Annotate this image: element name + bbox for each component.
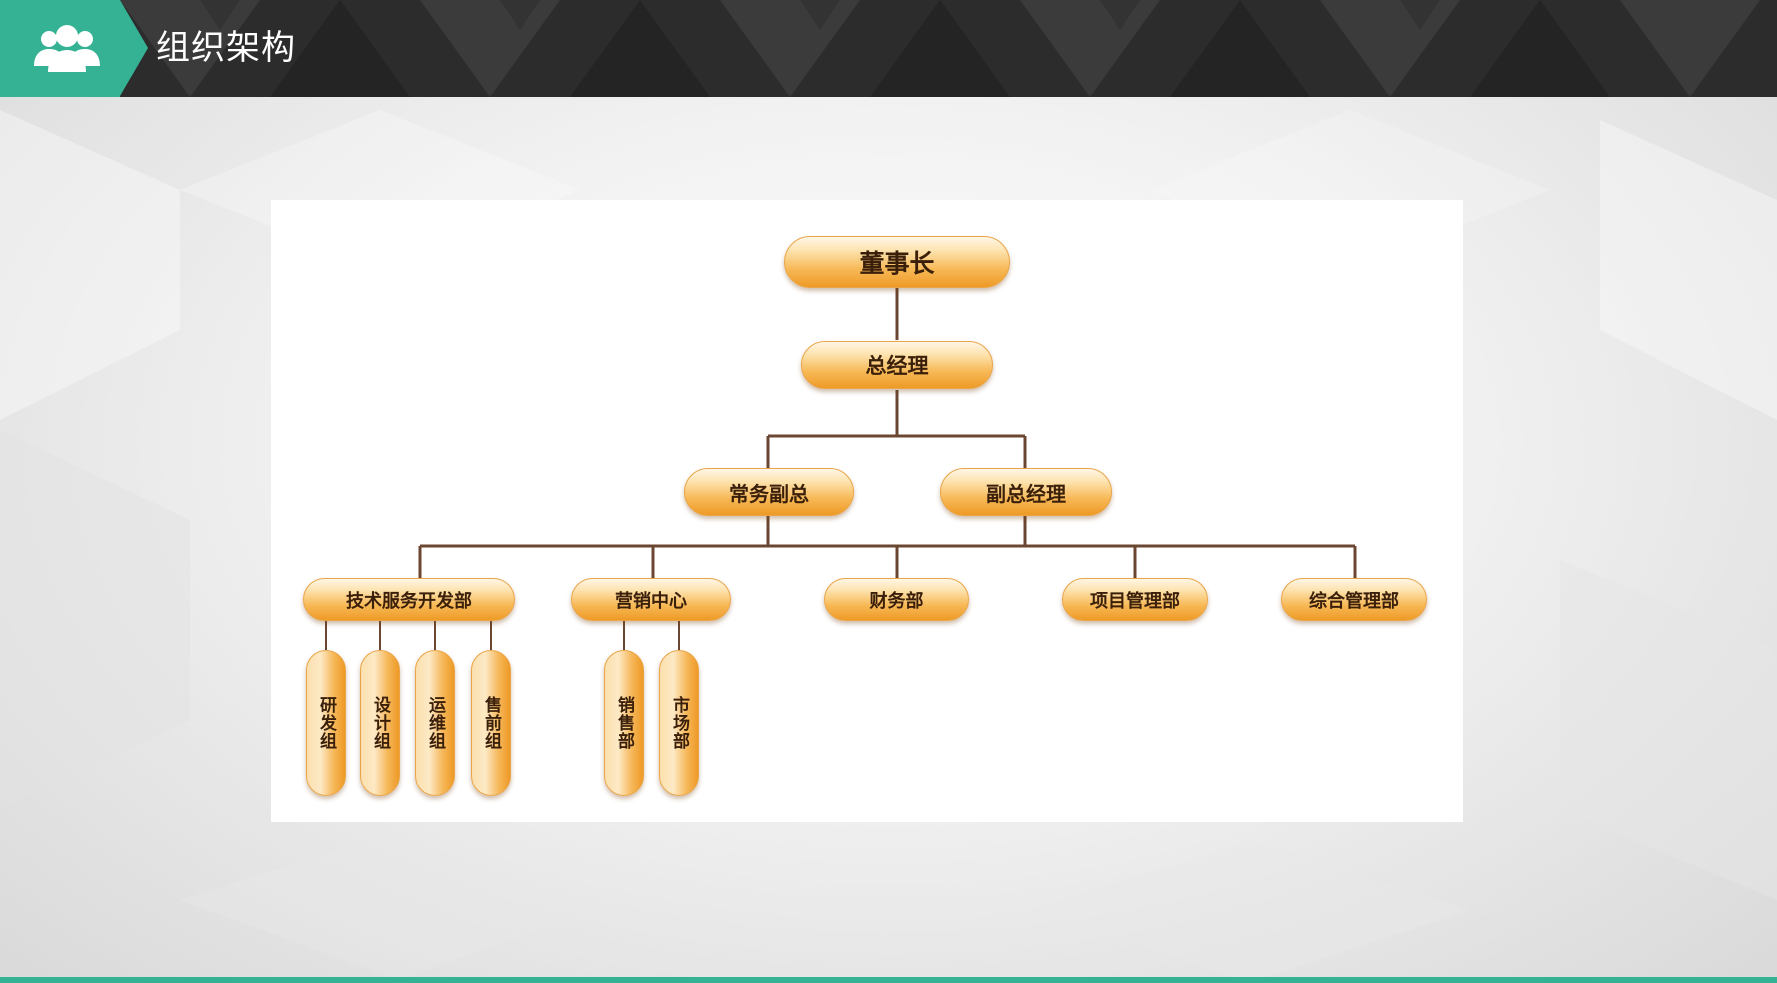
title-badge bbox=[0, 0, 120, 97]
dept-project-management: 项目管理部 bbox=[1062, 578, 1208, 621]
team-design: 设计组 bbox=[360, 650, 400, 796]
team-presales: 售前组 bbox=[471, 650, 511, 796]
team-market: 市场部 bbox=[659, 650, 699, 796]
team-operations: 运维组 bbox=[415, 650, 455, 796]
dept-tech-service-dev: 技术服务开发部 bbox=[303, 578, 515, 621]
org-chart-panel: 董事长 总经理 常务副总 副总经理 技术服务开发部 营销中心 财务部 项目管理部… bbox=[271, 200, 1463, 822]
node-general-manager: 总经理 bbox=[801, 341, 993, 389]
node-deputy-gm: 副总经理 bbox=[940, 468, 1112, 516]
node-chairman: 董事长 bbox=[784, 236, 1010, 288]
org-chart-connectors bbox=[325, 278, 1357, 650]
people-icon bbox=[34, 25, 100, 72]
team-rd: 研发组 bbox=[306, 650, 346, 796]
page-title: 组织架构 bbox=[156, 28, 296, 68]
team-sales: 销售部 bbox=[604, 650, 644, 796]
header-bar: 组织架构 bbox=[0, 0, 1777, 97]
dept-finance: 财务部 bbox=[824, 578, 969, 621]
badge-arrow bbox=[120, 0, 148, 96]
dept-general-management: 综合管理部 bbox=[1281, 578, 1427, 621]
bottom-accent-bar bbox=[0, 977, 1777, 983]
header-pattern bbox=[120, 0, 1760, 97]
dept-marketing-center: 营销中心 bbox=[571, 578, 731, 621]
node-executive-vp: 常务副总 bbox=[684, 468, 854, 516]
